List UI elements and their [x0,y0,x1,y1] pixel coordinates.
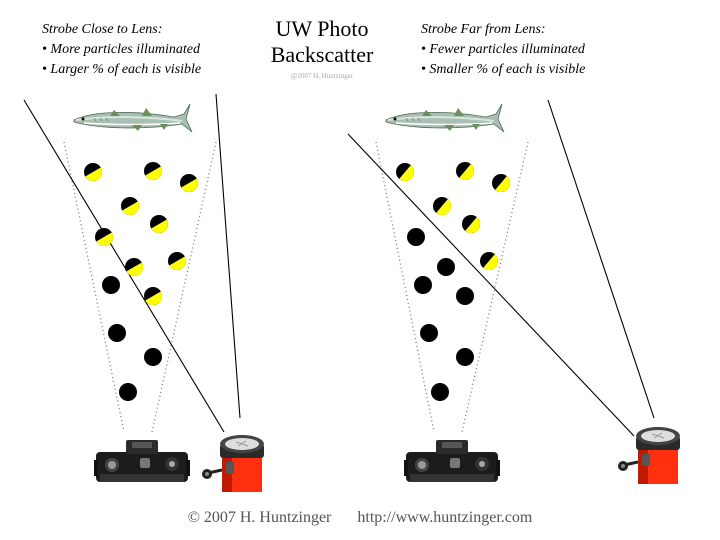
footer: © 2007 H. Huntzinger http://www.huntzing… [0,509,720,527]
right-strobe-beam-edge-2 [547,99,655,419]
particle-icon [407,228,425,246]
particle-icon [125,258,143,276]
left-particles [84,162,198,401]
right-caption-heading: Strobe Far from Lens: [421,22,546,37]
particle-icon [180,174,198,192]
right-strobe-beam-edge-1 [347,133,635,437]
left-caption-bullet-2: • Larger % of each is visible [42,62,202,77]
particle-icon [121,197,139,215]
particle-icon [492,174,510,192]
particle-icon [396,163,414,181]
particle-icon [150,215,168,233]
particle-icon [95,228,113,246]
right-view-cone-right [461,141,529,433]
right-panel [347,99,682,486]
strobe-icon [200,433,266,494]
particle-icon [168,252,186,270]
right-particles [396,162,510,401]
right-caption: Strobe Far from Lens: • Fewer particles … [421,20,585,80]
page-title: UW Photo Backscatter [252,16,392,68]
footer-copyright: © 2007 H. Huntzinger [187,509,332,526]
left-caption-heading: Strobe Close to Lens: [42,22,163,37]
left-view-cone-left [63,141,125,433]
particle-icon [456,287,474,305]
fish-icon [385,103,505,133]
footer-url-link[interactable]: http://www.huntzinger.com [357,509,533,526]
particle-icon [480,252,498,270]
right-caption-bullet-1: • Fewer particles illuminated [421,42,585,57]
particle-icon [414,276,432,294]
particle-icon [119,383,137,401]
strobe-icon [616,425,682,486]
left-caption-bullet-1: • More particles illuminated [42,42,200,57]
fish-icon [73,103,193,133]
left-strobe-beam-edge-2 [215,93,241,419]
particle-icon [144,348,162,366]
particle-icon [431,383,449,401]
particle-icon [102,276,120,294]
left-view-cone-right [151,141,217,433]
particle-icon [462,215,480,233]
camera-icon [94,440,190,482]
particle-icon [108,324,126,342]
particle-icon [456,162,474,180]
particle-icon [420,324,438,342]
left-panel [23,93,266,494]
right-caption-bullet-2: • Smaller % of each is visible [421,62,586,77]
particle-icon [437,258,455,276]
title-line-2: Backscatter [270,42,374,67]
particle-icon [84,163,102,181]
particle-icon [144,287,162,305]
title-copyright: @2007 H. Huntzinger [290,72,354,80]
particle-icon [144,162,162,180]
title-line-1: UW Photo [275,16,369,41]
particle-icon [433,197,451,215]
camera-icon [404,440,500,482]
left-caption: Strobe Close to Lens: • More particles i… [42,20,201,80]
particle-icon [456,348,474,366]
left-strobe-beam-edge-1 [23,99,225,433]
